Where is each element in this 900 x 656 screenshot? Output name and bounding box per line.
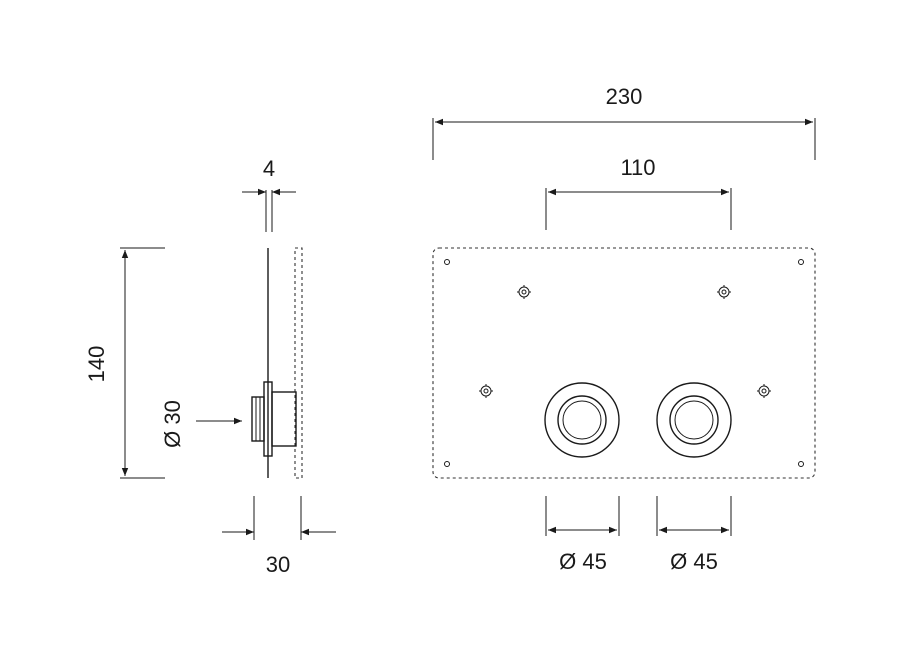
dimension-button-left: Ø 45: [545, 496, 620, 574]
front-plate: [432, 247, 816, 479]
spacing-label: 110: [620, 155, 655, 180]
thickness-label: 4: [263, 156, 275, 181]
screw-icon: [757, 384, 771, 398]
dimension-spacing: 110: [545, 155, 732, 230]
screw-icon: [517, 285, 531, 299]
front-view: 230 110: [432, 84, 816, 574]
width-label: 230: [606, 84, 643, 109]
button-right-diameter-label: Ø 45: [670, 549, 718, 574]
flush-button-right: [656, 382, 732, 458]
dimension-button-right: Ø 45: [656, 496, 732, 574]
dimension-depth: 30: [222, 496, 336, 577]
button-left-diameter-label: Ø 45: [559, 549, 607, 574]
dimension-thickness: 4: [242, 156, 296, 232]
button-diameter-side-label: Ø 30: [160, 400, 185, 448]
screw-icon: [479, 384, 493, 398]
dimension-height: 140: [84, 247, 165, 479]
height-label: 140: [84, 346, 109, 383]
side-button-body: [251, 381, 297, 457]
dimension-width: 230: [432, 84, 816, 160]
screw-icon: [717, 285, 731, 299]
dimension-button-diameter-side: Ø 30: [160, 400, 242, 448]
side-view: 4 140 Ø 30: [84, 156, 336, 577]
depth-label: 30: [266, 552, 290, 577]
flush-button-left: [544, 382, 620, 458]
corner-marks: [444, 259, 804, 467]
side-plate: [267, 247, 303, 479]
